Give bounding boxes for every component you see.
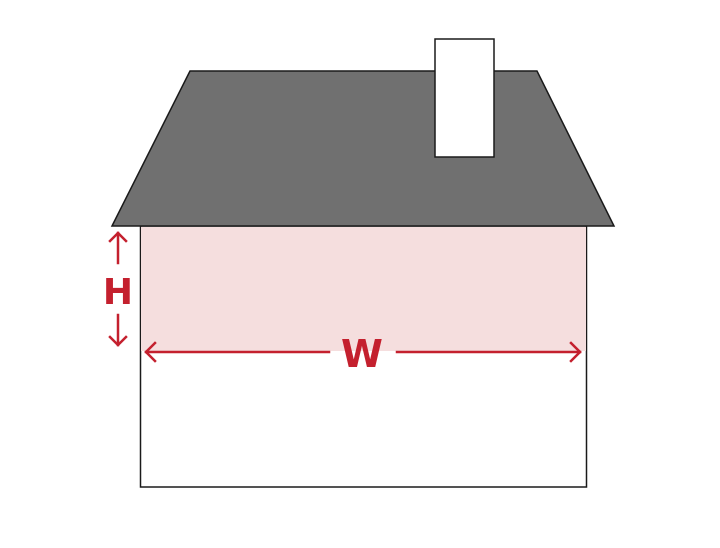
- measured-area-highlight: [141, 227, 586, 351]
- roof: [110, 70, 616, 227]
- chimney: [434, 38, 495, 158]
- width-label: W: [341, 332, 383, 376]
- width-arrow: [144, 341, 582, 363]
- height-label: H: [103, 272, 133, 313]
- height-arrow: [108, 231, 128, 347]
